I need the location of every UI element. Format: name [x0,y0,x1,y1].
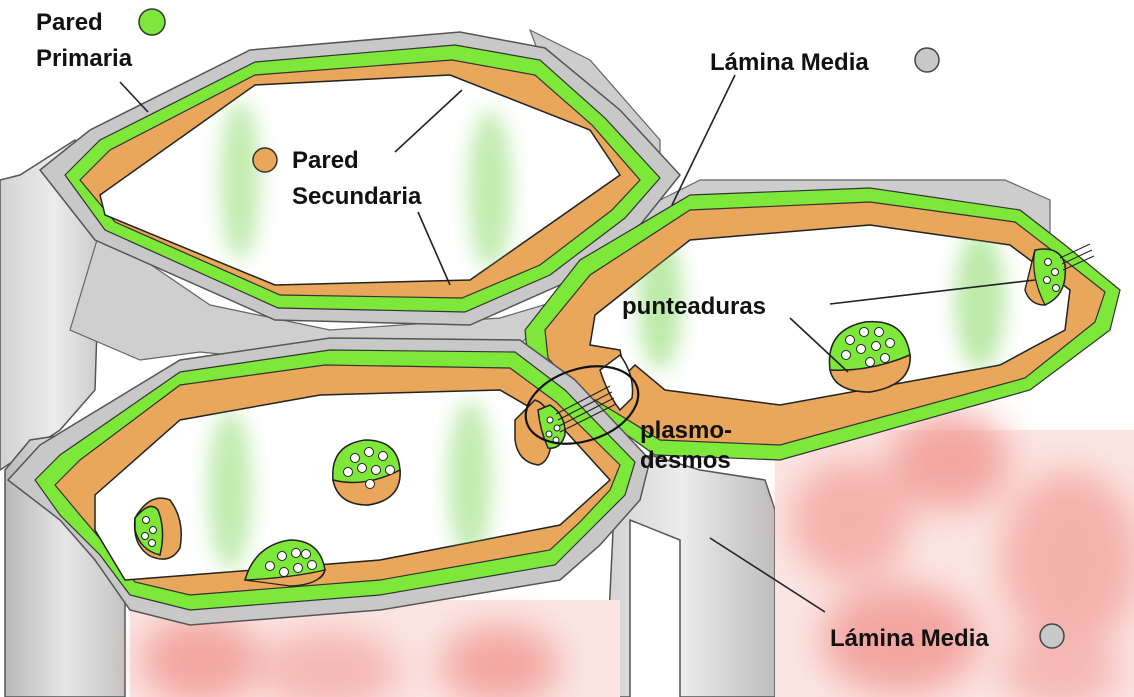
label-primary-wall-line2: Primaria [36,45,133,72]
pit-right-center [829,322,910,392]
label-middle-lamella-bottom: Lámina Media [830,625,989,652]
label-secondary-wall-line2: Secundaria [292,183,422,210]
pit-bottom-center [333,440,400,505]
legend-dot-middle-lamella-top [915,48,939,72]
legend-dot-secondary-wall [253,148,277,172]
label-middle-lamella-top: Lámina Media [710,49,869,76]
label-primary-wall-line1: Pared [36,9,103,36]
legend-dot-primary-wall [139,9,165,35]
legend-dot-middle-lamella-bottom [1040,624,1064,648]
label-pits: punteaduras [622,293,766,320]
label-plasmodesmata-line2: desmos [640,447,731,474]
label-plasmodesmata-line1: plasmo- [640,417,732,444]
label-secondary-wall-line1: Pared [292,147,359,174]
